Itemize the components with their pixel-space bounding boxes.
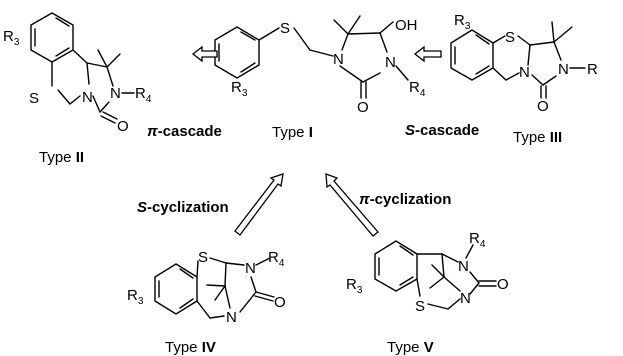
atom-o: O xyxy=(537,98,549,115)
substituent-r3: R3 xyxy=(127,287,144,307)
atom-n: N xyxy=(519,64,530,81)
label-pi-cascade: π-cascade xyxy=(147,123,222,140)
structure-type-iv xyxy=(154,257,275,319)
atom-s: S xyxy=(505,29,515,46)
arrow-type-iii-to-i xyxy=(413,45,442,63)
atom-s: S xyxy=(29,90,39,107)
atom-n: N xyxy=(82,89,93,106)
structure-type-v xyxy=(374,240,497,310)
substituent-r: R xyxy=(587,61,598,78)
atom-n: N xyxy=(385,54,396,71)
atom-n: N xyxy=(460,290,471,307)
atom-n: N xyxy=(458,258,469,275)
structure-type-ii xyxy=(30,12,135,124)
atom-n: N xyxy=(558,61,569,78)
substituent-r3: R3 xyxy=(3,28,20,48)
atom-n: N xyxy=(226,309,237,326)
substituent-r4: R4 xyxy=(409,79,426,99)
arrow-type-v-to-i xyxy=(325,173,379,237)
atom-oh: OH xyxy=(395,17,418,34)
label-s-cyclization: S-cyclization xyxy=(137,199,229,216)
atom-n: N xyxy=(245,260,256,277)
atom-n: N xyxy=(110,85,121,102)
structure-type-i xyxy=(214,15,409,99)
caption-type-ii: Type II xyxy=(39,149,84,166)
substituent-r4: R4 xyxy=(469,230,486,250)
caption-type-i: Type I xyxy=(272,124,313,141)
arrow-type-iv-to-i xyxy=(234,173,284,236)
caption-type-v: Type V xyxy=(387,339,434,356)
atom-o: O xyxy=(274,294,286,311)
atom-o: O xyxy=(497,276,509,293)
atom-o: O xyxy=(357,99,369,116)
caption-type-iv: Type IV xyxy=(165,339,216,356)
substituent-r3: R3 xyxy=(231,79,248,99)
arrow-type-ii-to-i xyxy=(191,45,218,63)
atom-s: S xyxy=(415,298,425,315)
label-s-cascade: S-cascade xyxy=(405,122,479,139)
atom-n: N xyxy=(333,51,344,68)
atom-s: S xyxy=(198,249,208,266)
atom-s: S xyxy=(280,20,290,37)
label-pi-cyclization: π-cyclization xyxy=(359,191,451,208)
substituent-r4: R4 xyxy=(268,249,285,269)
structure-type-iii xyxy=(450,21,586,99)
substituent-r3: R3 xyxy=(346,276,363,296)
substituent-r3: R3 xyxy=(454,12,471,32)
atom-o: O xyxy=(117,118,129,135)
substituent-r4: R4 xyxy=(135,85,152,105)
caption-type-iii: Type III xyxy=(513,129,562,146)
